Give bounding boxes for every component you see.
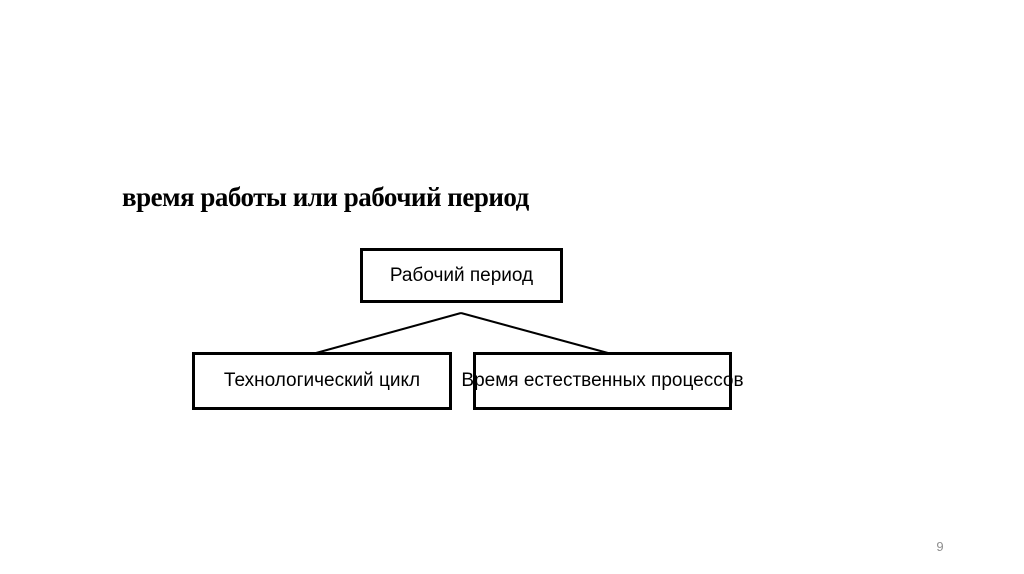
page-number: 9 xyxy=(936,539,944,554)
connector-line-right xyxy=(460,312,609,354)
slide-title: время работы или рабочий период xyxy=(122,182,529,212)
diagram-node-child-left-label: Технологический цикл xyxy=(223,370,421,391)
diagram-node-child-right-label: Время естественных процессов xyxy=(461,370,744,391)
connector-line-left xyxy=(315,312,462,354)
diagram-node-child-right: Время естественных процессов xyxy=(461,352,744,410)
diagram-node-child-left: Технологический цикл xyxy=(192,352,452,410)
diagram-node-root-label: Рабочий период xyxy=(389,264,534,286)
diagram-node-root: Рабочий период xyxy=(360,248,563,303)
